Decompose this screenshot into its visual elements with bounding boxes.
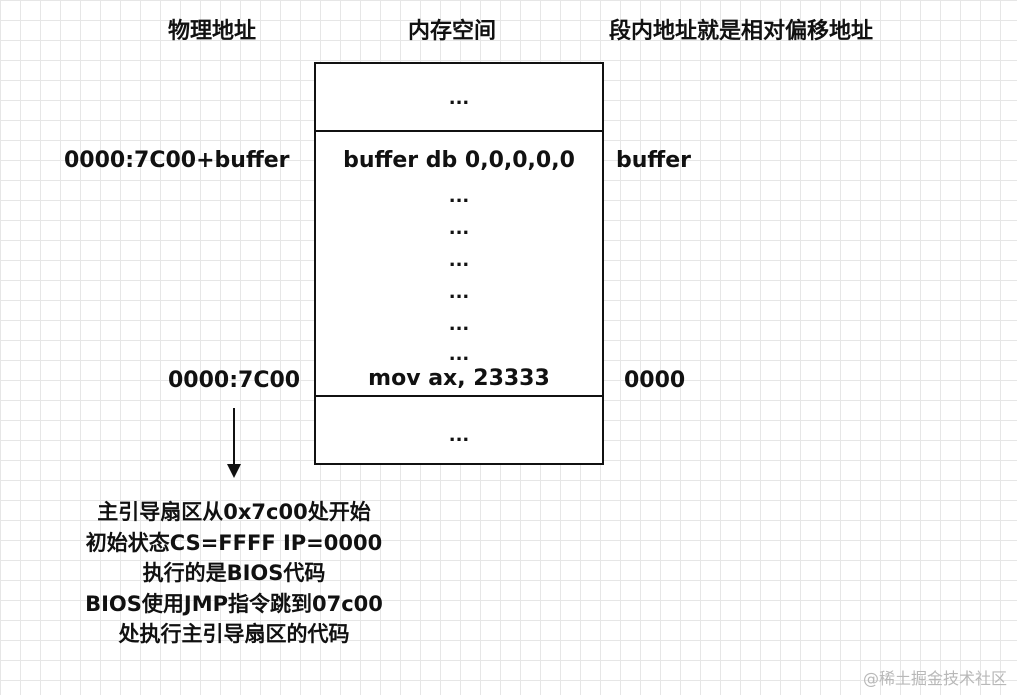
memory-block-bottom: ... — [314, 395, 604, 465]
memory-block-top: ... — [314, 62, 604, 132]
middle-ellipsis: ... — [448, 282, 470, 303]
arrow-down-icon — [227, 464, 241, 478]
memory-block-main: buffer db 0,0,0,0,0 ... ... ... ... ... … — [314, 130, 604, 397]
segment-offset-header: 段内地址就是相对偏移地址 — [609, 19, 874, 44]
middle-ellipsis: ... — [448, 186, 470, 207]
note-line: 执行的是BIOS代码 — [142, 561, 326, 585]
buffer-physical-address: 0000:7C00+buffer — [64, 148, 290, 173]
note-line: 处执行主引导扇区的代码 — [118, 622, 350, 646]
code-physical-address: 0000:7C00 — [168, 368, 301, 393]
note-line: 初始状态CS=FFFF IP=0000 — [85, 530, 383, 555]
middle-ellipsis: ... — [448, 344, 470, 365]
note-line: 主引导扇区从0x7c00处开始 — [97, 500, 371, 524]
memory-bottom-ellipsis: ... — [448, 425, 470, 446]
middle-ellipsis: ... — [448, 218, 470, 239]
middle-ellipsis: ... — [448, 250, 470, 271]
arrow-line — [233, 408, 235, 466]
code-offset: 0000 — [624, 368, 686, 393]
watermark: @稀土掘金技术社区 — [862, 669, 1007, 688]
code-row: mov ax, 23333 — [368, 366, 550, 391]
buffer-row: buffer db 0,0,0,0,0 — [343, 148, 575, 173]
memory-top-ellipsis: ... — [448, 88, 470, 109]
middle-ellipsis: ... — [448, 314, 470, 335]
memory-space-header: 内存空间 — [408, 19, 497, 44]
note-line: BIOS使用JMP指令跳到07c00 — [85, 591, 383, 616]
buffer-offset: buffer — [616, 148, 692, 173]
physical-address-header: 物理地址 — [168, 19, 257, 44]
boot-note: 主引导扇区从0x7c00处开始 初始状态CS=FFFF IP=0000 执行的是… — [44, 497, 424, 650]
